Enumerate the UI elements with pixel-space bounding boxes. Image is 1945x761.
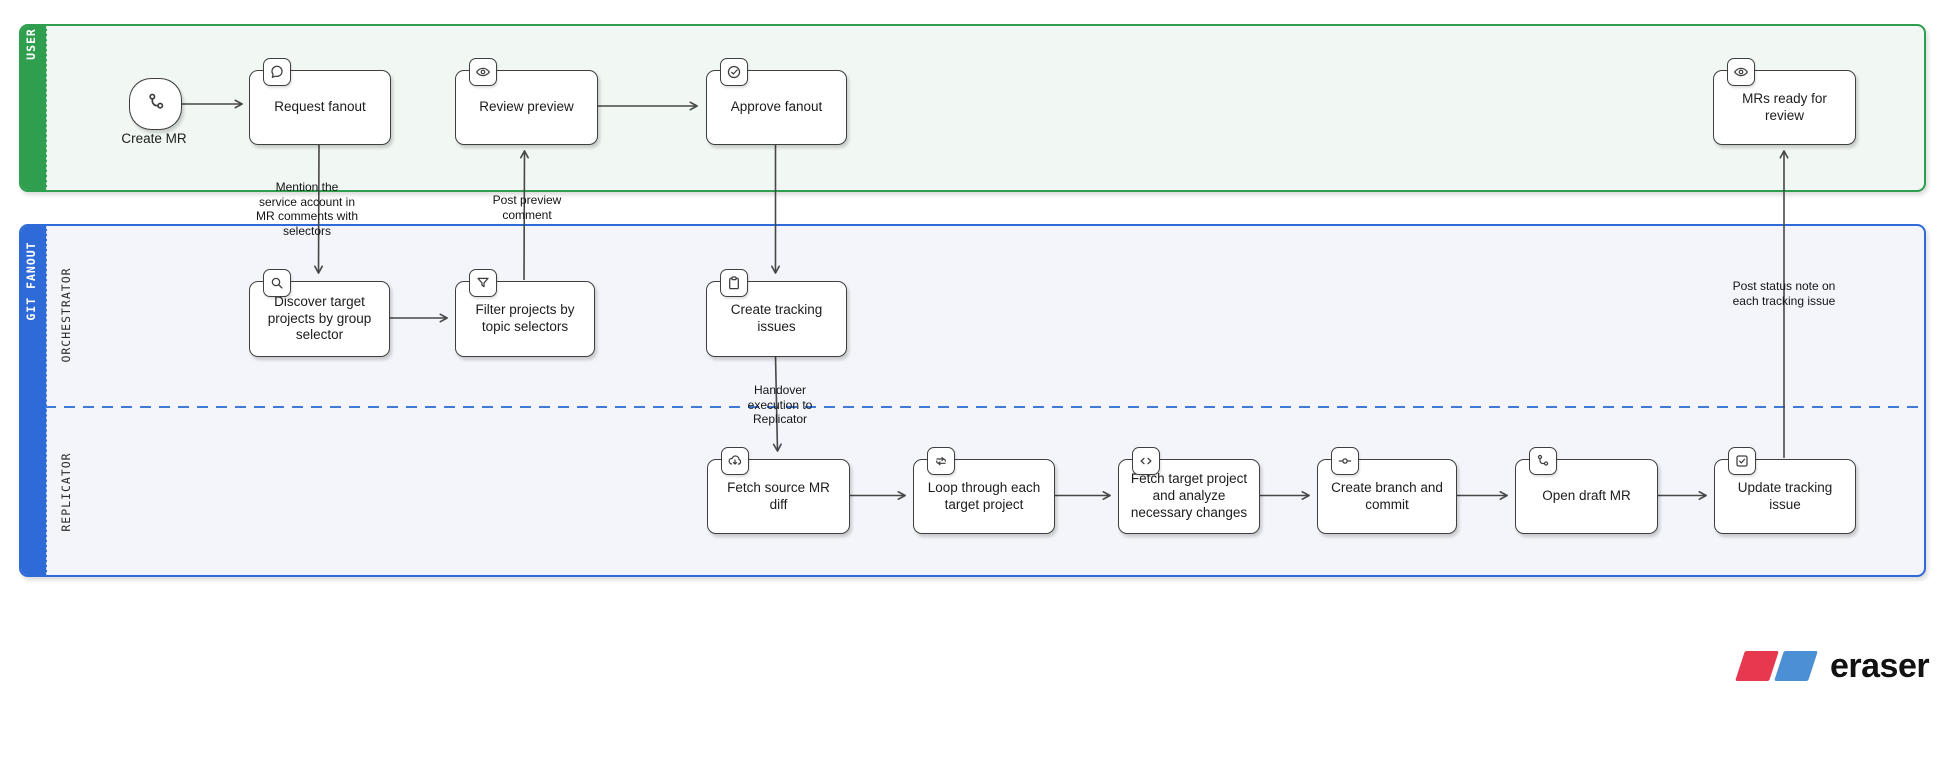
eraser-logo-text: eraser bbox=[1830, 646, 1930, 685]
eraser-logo-red-mark bbox=[1735, 651, 1779, 681]
node-label: Loop through each target project bbox=[927, 479, 1041, 512]
search-icon bbox=[263, 269, 291, 297]
node-label: Fetch target project and analyze necessa… bbox=[1130, 471, 1248, 520]
eraser-logo-blue-mark bbox=[1774, 651, 1818, 681]
commit-icon bbox=[1331, 447, 1359, 475]
git-branch-icon bbox=[1529, 447, 1557, 475]
node-fetch-target-project[interactable]: Fetch target project and analyze necessa… bbox=[1118, 447, 1260, 534]
node-create-branch-and-commit[interactable]: Create branch and commit bbox=[1317, 447, 1457, 534]
comment-icon bbox=[263, 58, 291, 86]
node-label: Open draft MR bbox=[1542, 488, 1631, 504]
eraser-logo: eraser bbox=[1735, 644, 1930, 688]
edge-label-mention: Mention the service account in MR commen… bbox=[255, 180, 359, 238]
node-open-draft-mr[interactable]: Open draft MR bbox=[1515, 447, 1658, 534]
check-circle-icon bbox=[720, 58, 748, 86]
git-merge-icon bbox=[145, 91, 167, 118]
edge-label-post-preview: Post preview comment bbox=[492, 193, 562, 222]
node-create-mr[interactable] bbox=[129, 78, 182, 130]
lane-git-fanout-title-bar bbox=[21, 226, 47, 575]
node-loop-through-projects[interactable]: Loop through each target project bbox=[913, 447, 1055, 534]
repeat-icon bbox=[927, 447, 955, 475]
node-fetch-source-mr-diff[interactable]: Fetch source MR diff bbox=[707, 447, 850, 534]
node-label: Request fanout bbox=[274, 99, 366, 115]
node-label: MRs ready for review bbox=[1742, 90, 1827, 123]
cloud-download-icon bbox=[721, 447, 749, 475]
funnel-icon bbox=[469, 269, 497, 297]
node-label: Filter projects by topic selectors bbox=[475, 302, 575, 334]
node-label: Review preview bbox=[479, 99, 574, 115]
node-label: Create branch and commit bbox=[1331, 479, 1443, 512]
node-label: Fetch source MR diff bbox=[727, 479, 830, 512]
node-label: Update tracking issue bbox=[1737, 479, 1833, 512]
edge-label-handover: Handover execution to Replicator bbox=[747, 383, 813, 427]
eye-icon bbox=[1727, 58, 1755, 86]
eye-icon bbox=[469, 58, 497, 86]
node-mrs-ready-for-review[interactable]: MRs ready for review bbox=[1713, 58, 1856, 145]
code-icon bbox=[1132, 447, 1160, 475]
node-filter-projects[interactable]: Filter projects by topic selectors bbox=[455, 269, 595, 357]
node-approve-fanout[interactable]: Approve fanout bbox=[706, 58, 847, 145]
lane-git-fanout-title: GIT FANOUT bbox=[24, 241, 38, 321]
node-label: Create tracking issues bbox=[730, 302, 823, 334]
node-create-tracking-issues[interactable]: Create tracking issues bbox=[706, 269, 847, 357]
sublane-replicator-title: REPLICATOR bbox=[59, 452, 73, 532]
node-review-preview[interactable]: Review preview bbox=[455, 58, 598, 145]
node-create-mr-label: Create MR bbox=[121, 131, 187, 146]
lane-user-title-bar bbox=[21, 26, 47, 190]
edge-label-post-status: Post status note on each tracking issue bbox=[1732, 279, 1836, 308]
clipboard-icon bbox=[720, 269, 748, 297]
node-discover-target-projects[interactable]: Discover target projects by group select… bbox=[249, 269, 390, 357]
node-update-tracking-issue[interactable]: Update tracking issue bbox=[1714, 447, 1856, 534]
check-square-icon bbox=[1728, 447, 1756, 475]
node-request-fanout[interactable]: Request fanout bbox=[249, 58, 391, 145]
lane-user-title: USER bbox=[24, 28, 38, 60]
node-label: Discover target projects by group select… bbox=[267, 293, 372, 343]
sublane-orchestrator-title: ORCHESTRATOR bbox=[59, 267, 73, 363]
node-label: Approve fanout bbox=[730, 99, 823, 115]
